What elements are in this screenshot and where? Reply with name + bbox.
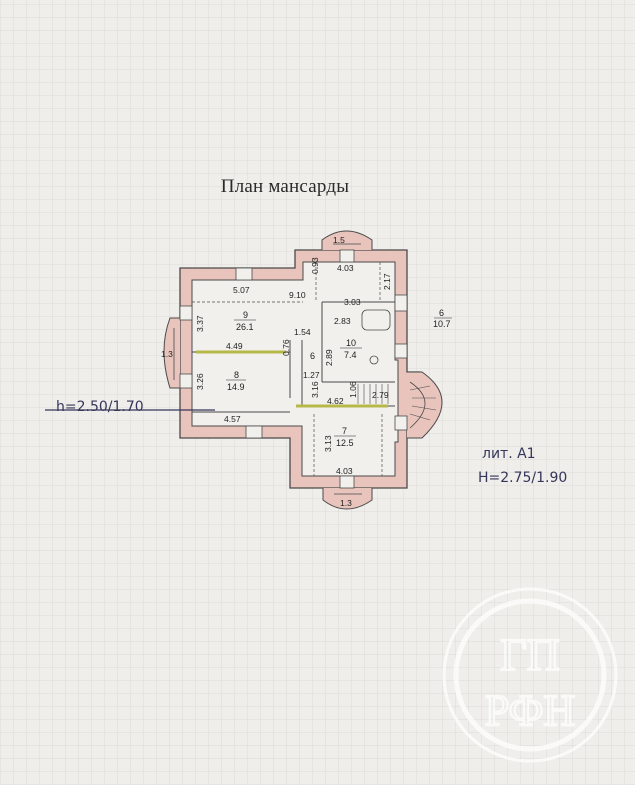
- dim-0-93: 0.93: [310, 257, 320, 274]
- dim-2-83: 2.83: [334, 316, 351, 326]
- dim-5-07: 5.07: [233, 285, 250, 295]
- litera-text: лит. А1: [482, 446, 536, 462]
- spiral-stair: [407, 371, 443, 439]
- room-7: 7 12.5: [334, 426, 356, 448]
- dim-3-13: 3.13: [323, 435, 333, 452]
- height-note-left: h=2.50/1.70: [45, 399, 215, 415]
- dim-4-57: 4.57: [224, 414, 241, 424]
- dim-bottom-bay: 1.3: [340, 498, 352, 508]
- room-10-area: 7.4: [344, 350, 357, 360]
- height-note-right: лит. А1 H=2.75/1.90: [478, 446, 567, 486]
- bottom-bay-window: [322, 488, 373, 510]
- room-9-area: 26.1: [236, 322, 254, 332]
- dim-3-16: 3.16: [310, 381, 320, 398]
- watermark-letters-bottom: РФН: [485, 686, 575, 735]
- watermark-logo: ГП РФН: [442, 587, 618, 763]
- dim-1-06: 1.06: [348, 381, 358, 398]
- watermark-letters-top: ГП: [500, 629, 560, 680]
- room-6-corridor-number: 6: [310, 351, 315, 361]
- window-marks: [179, 249, 408, 489]
- room-7-number: 7: [342, 426, 347, 436]
- dim-2-17: 2.17: [382, 273, 392, 290]
- dim-bottom-bay-inner: 4.03: [336, 466, 353, 476]
- room-10-number: 10: [346, 338, 356, 348]
- height-note-right-text: H=2.75/1.90: [478, 470, 567, 486]
- room-6-number: 6: [439, 308, 444, 318]
- dim-1-54: 1.54: [294, 327, 311, 337]
- slope-lines: [192, 262, 383, 476]
- top-bay-window: [321, 230, 373, 250]
- room-8-number: 8: [234, 370, 239, 380]
- dim-3-37: 3.37: [195, 315, 205, 332]
- dim-4-49: 4.49: [226, 341, 243, 351]
- dim-top-bay: 1.5: [333, 235, 345, 245]
- room-9: 9 26.1: [234, 310, 256, 332]
- stair-steps: [357, 384, 389, 404]
- dim-4-62: 4.62: [327, 396, 344, 406]
- page-title: План мансарды: [220, 176, 350, 197]
- room-8-area: 14.9: [227, 382, 245, 392]
- exterior-walls: [179, 249, 421, 489]
- room-6-outside: 6 10.7: [433, 308, 452, 329]
- dim-3-26: 3.26: [195, 373, 205, 390]
- dim-0-76: 0.76: [281, 339, 291, 356]
- left-bay-window: [163, 317, 180, 389]
- dim-2-79: 2.79: [372, 390, 389, 400]
- bathtub: [361, 309, 391, 331]
- dim-1-3-left: 1.3: [161, 349, 173, 359]
- dim-2-89: 2.89: [324, 349, 334, 366]
- dim-top-bay-inner: 4.03: [337, 263, 354, 273]
- room-9-number: 9: [243, 310, 248, 320]
- room-10: 10 7.4: [340, 338, 362, 360]
- sink: [369, 355, 379, 365]
- height-note-left-text: h=2.50/1.70: [56, 399, 144, 415]
- dim-1-27: 1.27: [303, 370, 320, 380]
- room-7-area: 12.5: [336, 438, 354, 448]
- dim-9-10: 9.10: [289, 290, 306, 300]
- room-6-area: 10.7: [433, 319, 451, 329]
- room-8: 8 14.9: [226, 370, 246, 392]
- dim-3-03: 3.03: [344, 297, 361, 307]
